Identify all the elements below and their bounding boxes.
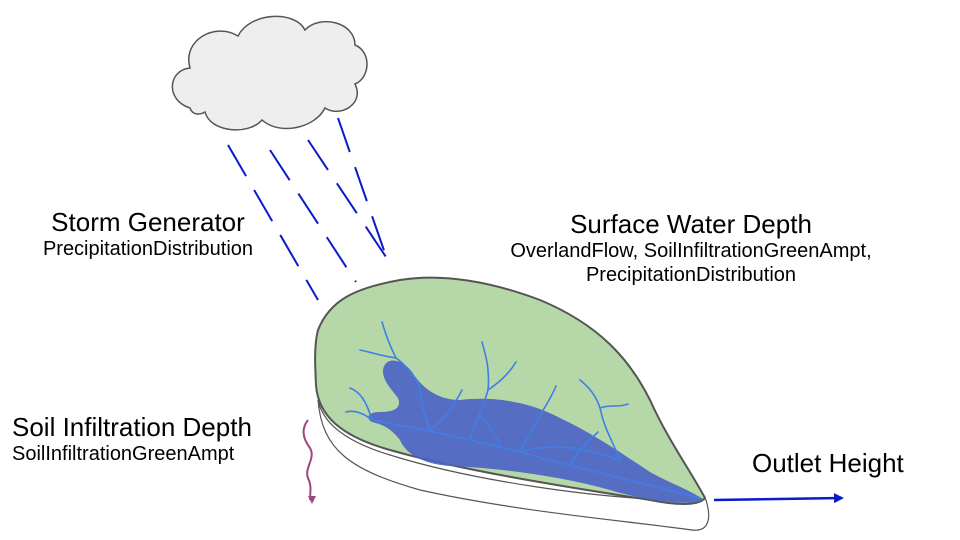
soil-infiltration-depth-title: Soil Infiltration Depth	[12, 412, 252, 442]
rain-lines	[227, 117, 389, 301]
soil-infiltration-depth-label: Soil Infiltration Depth SoilInfiltration…	[12, 412, 312, 466]
surface-water-depth-label: Surface Water Depth OverlandFlow, SoilIn…	[456, 209, 926, 287]
outlet-arrow	[713, 493, 844, 504]
storm-generator-label: Storm Generator PrecipitationDistributio…	[10, 207, 286, 261]
storm-generator-component: PrecipitationDistribution	[42, 238, 254, 260]
infiltration-arrow	[302, 419, 317, 505]
surface-water-depth-title: Surface Water Depth	[570, 209, 812, 239]
rain-line	[269, 149, 357, 283]
outlet-height-title: Outlet Height	[752, 448, 904, 478]
cloud-icon	[171, 15, 368, 131]
surface-water-depth-components-line1: OverlandFlow, SoilInfiltrationGreenAmpt,	[510, 240, 872, 262]
soil-infiltration-depth-component: SoilInfiltrationGreenAmpt	[12, 443, 235, 465]
rain-line	[307, 139, 389, 261]
surface-water	[368, 360, 704, 503]
storm-generator-title: Storm Generator	[51, 207, 245, 237]
soil-layer	[317, 399, 710, 531]
surface-water-depth-components-line2: PrecipitationDistribution	[585, 264, 797, 286]
stream-network	[345, 321, 701, 499]
rain-line	[227, 144, 319, 301]
rain-line	[337, 117, 389, 263]
outlet-height-label: Outlet Height	[752, 448, 942, 478]
